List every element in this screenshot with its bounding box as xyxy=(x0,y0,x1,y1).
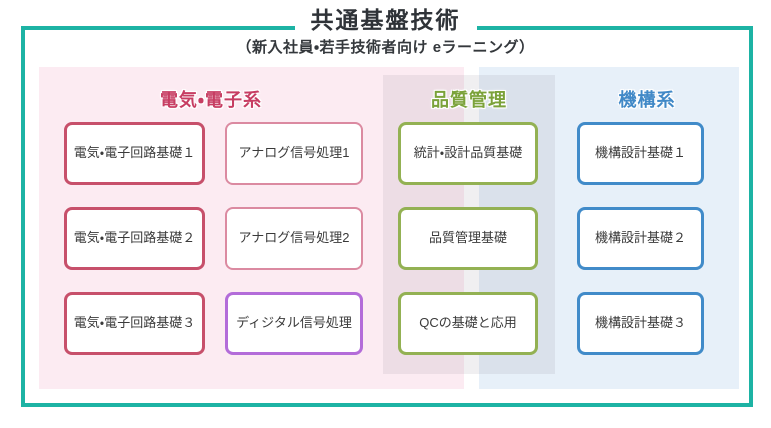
course-mech-design-1: 機構設計基礎１ xyxy=(577,122,704,185)
course-quality-management-basics: 品質管理基礎 xyxy=(398,207,538,270)
course-analog-signal-2: アナログ信号処理2 xyxy=(225,207,363,270)
course-stat-design-quality: 統計・設計品質基礎 xyxy=(398,122,538,185)
course-electric-circuit-1: 電気・電子回路基礎１ xyxy=(64,122,205,185)
quality-header: 品質管理 xyxy=(431,90,507,110)
diagram-subtitle: （新入社員・若手技術者向け eラーニング） xyxy=(236,39,535,56)
mechanical-header: 機構系 xyxy=(618,90,676,110)
course-digital-signal: ディジタル信号処理 xyxy=(225,292,363,355)
course-mech-design-3: 機構設計基礎３ xyxy=(577,292,704,355)
course-mech-design-2: 機構設計基礎２ xyxy=(577,207,704,270)
course-qc-basics-applied: QCの基礎と応用 xyxy=(398,292,538,355)
course-electric-circuit-2: 電気・電子回路基礎２ xyxy=(64,207,205,270)
course-electric-circuit-3: 電気・電子回路基礎３ xyxy=(64,292,205,355)
diagram-title-block: 共通基盤技術 xyxy=(294,6,477,34)
electric-header: 電気・電子系 xyxy=(159,90,263,110)
diagram-title: 共通基盤技術 xyxy=(310,7,461,33)
course-analog-signal-1: アナログ信号処理1 xyxy=(225,122,363,185)
